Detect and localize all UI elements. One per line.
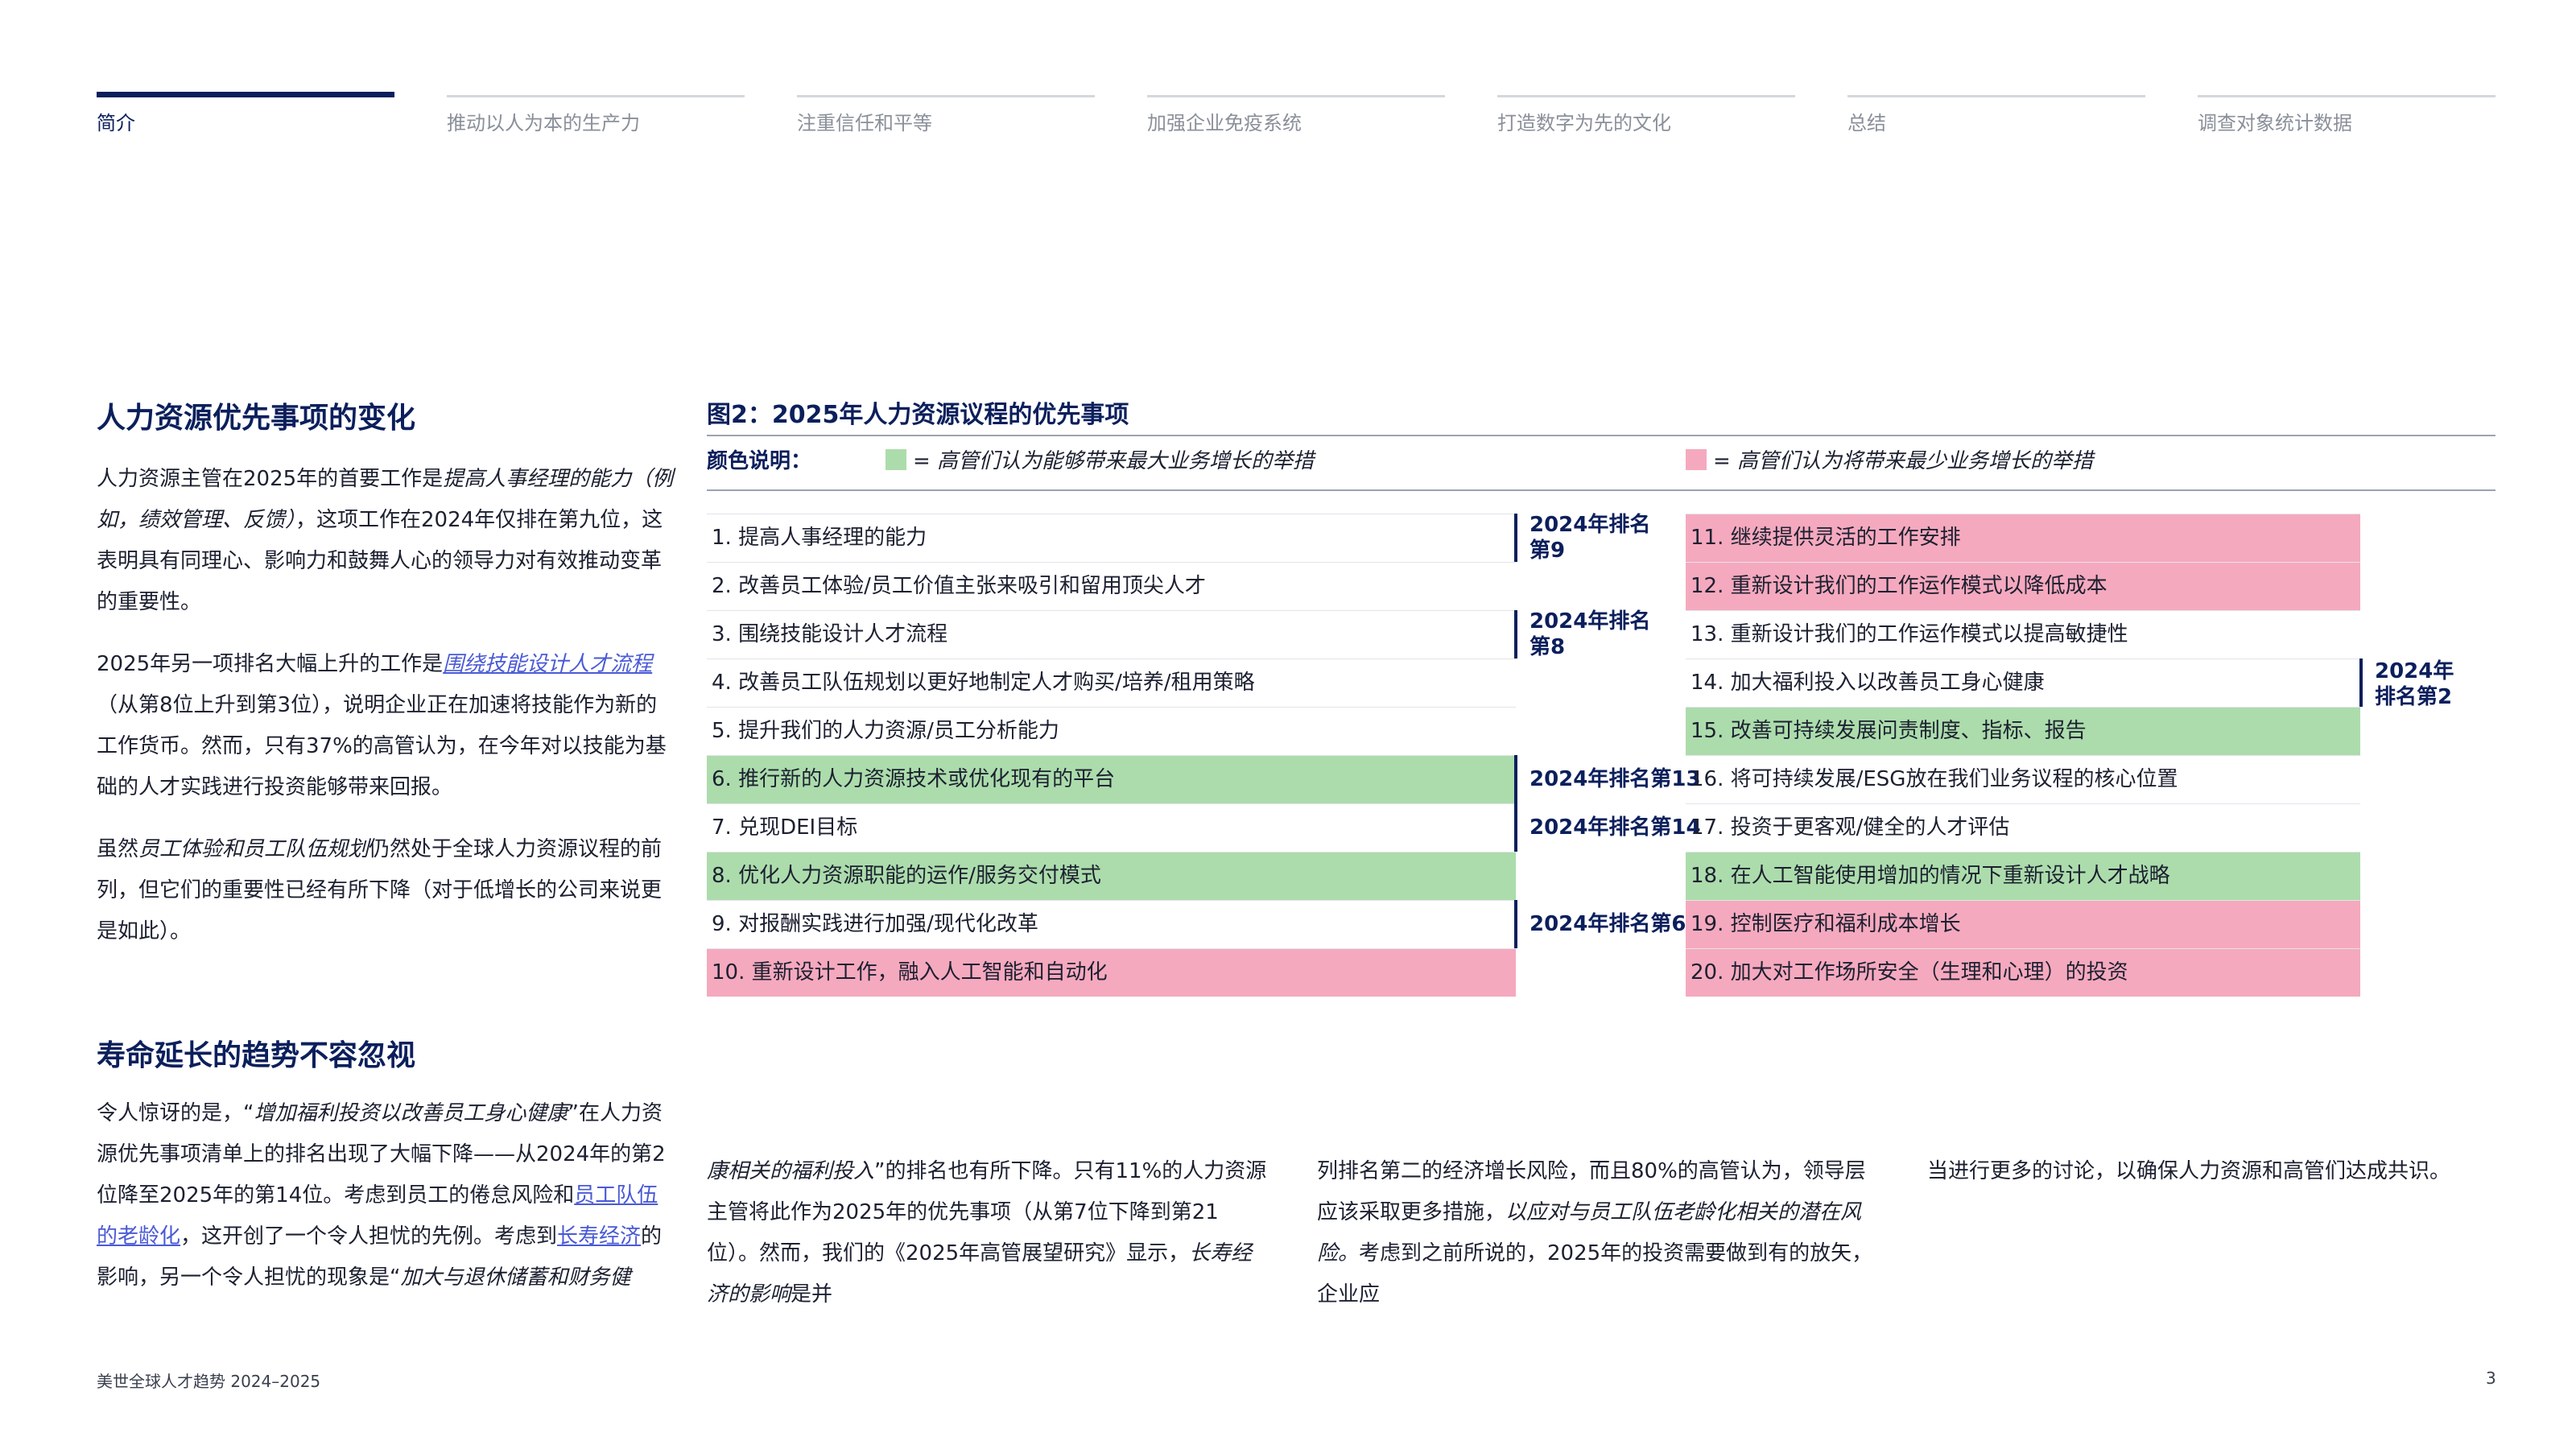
text-run: ”在人力资源优先事项清单上的排名出现了大幅下降——从2024年的第2位降至202… [97,1101,666,1208]
body-column-2: 列排名第二的经济增长风险，而且80%的高管认为，领导层应该采取更多措施，以应对与… [1317,1151,1880,1315]
text-run: 仍然处于全球人力资源议程的前列，但它们的重要性已经有所下降（对于低增长的公司来说… [97,837,663,943]
rank-label-item-3: 2024年排名第8 [1530,609,1651,659]
text-run: 列排名第二的经济增长风险，而且80%的高管认为，领导层应该采取更多措施， [1317,1159,1866,1224]
priority-item-7: 7. 兑现DEI目标 [707,803,1516,852]
emphasis-text: 增加福利投资以改善员工身心健康 [254,1101,568,1125]
text-run: ”的排名也有所下降。只有11%的人力资源主管将此作为2025年的优先事项（从第7… [707,1159,1267,1265]
emphasis-text: 以应对与员工队伍老龄化相关的潜在风险。 [1317,1200,1862,1265]
nav-item-trust[interactable]: 注重信任和平等 [797,95,1095,135]
text-run: 人力资源主管在2025年的首要工作是 [97,467,444,491]
text-run: 的影响，另一个令人担忧的现象是“ [97,1224,663,1290]
paragraph-manager-capability: 人力资源主管在2025年的首要工作是提高人事经理的能力（例如，绩效管理、反馈），… [97,459,676,623]
text-run: ，这开创了一个令人担忧的先例。考虑到 [180,1224,558,1249]
emphasis-text: 员工体验和员工队伍规划 [138,837,369,861]
nav-progress-bar [2198,95,2496,97]
section-heading-hr-priorities: 人力资源优先事项的变化 [97,402,416,435]
priority-item-15: 15. 改善可持续发展问责制度、指标、报告 [1686,707,2360,755]
nav-item-label: 注重信任和平等 [797,112,932,134]
nav-item-label: 总结 [1847,112,1886,134]
priority-item-13: 13. 重新设计我们的工作运作模式以提高敏捷性 [1686,610,2360,658]
rank-marker-bar [1514,803,1517,852]
priority-item-19: 19. 控制医疗和福利成本增长 [1686,900,2360,948]
page-number: 3 [2486,1368,2496,1388]
priority-item-8: 8. 优化人力资源职能的运作/服务交付模式 [707,852,1516,900]
nav-progress-bar [1147,95,1445,97]
rank-marker-bar [1514,610,1517,658]
priority-item-5: 5. 提升我们的人力资源/员工分析能力 [707,707,1516,755]
text-run: 是并 [791,1282,833,1307]
pink-swatch-icon [1686,448,1707,470]
link-workforce-aging[interactable]: 员工队伍的老龄化 [97,1183,658,1249]
green-swatch-icon [886,448,906,470]
nav-progress-bar [1497,95,1795,97]
nav-progress-bar [97,92,394,97]
rank-label-item-9: 2024年排名第6 [1530,912,1686,936]
text-run: 2025年另一项排名大幅上升的工作是 [97,652,444,676]
nav-progress-bar [447,95,745,97]
figure-divider-top [707,435,2496,436]
rank-marker-bar [1514,514,1517,562]
text-run: ，这项工作在2024年仅排在第九位，这表明具有同理心、影响力和鼓舞人心的领导力对… [97,508,663,614]
link-skills-talent-process[interactable]: 围绕技能设计人才流程 [443,652,653,676]
rank-label-item-6: 2024年排名第13 [1530,767,1701,791]
nav-item-immune[interactable]: 加强企业免疫系统 [1147,95,1445,135]
body-column-1: 康相关的福利投入”的排名也有所下降。只有11%的人力资源主管将此作为2025年的… [707,1151,1270,1315]
emphasis-text: 长寿经济的影响 [707,1241,1253,1307]
nav-progress-bar [1847,95,2145,97]
nav-item-label: 打造数字为先的文化 [1497,112,1671,134]
text-run: 考虑到之前所说的，2025年的投资需要做到有的放矢，企业应 [1317,1241,1873,1307]
paragraph-skills-design: 2025年另一项排名大幅上升的工作是围绕技能设计人才流程 （从第8位上升到第3位）… [97,644,676,808]
paragraph-employee-experience: 虽然员工体验和员工队伍规划仍然处于全球人力资源议程的前列，但它们的重要性已经有所… [97,829,676,952]
nav-item-label: 简介 [97,112,135,134]
rank-marker-bar [1514,900,1517,948]
priority-item-1: 1. 提高人事经理的能力 [707,514,1516,562]
nav-item-label: 调查对象统计数据 [2198,112,2352,134]
nav-item-demographics[interactable]: 调查对象统计数据 [2198,95,2496,135]
legend-green-text: = 高管们认为能够带来最大业务增长的举措 [913,449,1315,473]
nav-item-label: 加强企业免疫系统 [1147,112,1302,134]
link-longevity-economy[interactable]: 长寿经济 [557,1224,642,1249]
priority-item-2: 2. 改善员工体验/员工价值主张来吸引和留用顶尖人才 [707,562,1516,610]
paragraph-wellbeing-drop: 令人惊讶的是，“增加福利投资以改善员工身心健康”在人力资源优先事项清单上的排名出… [97,1093,676,1298]
priority-item-12: 12. 重新设计我们的工作运作模式以降低成本 [1686,562,2360,610]
rank-marker-bar [2359,658,2363,707]
nav-item-intro[interactable]: 简介 [97,92,394,135]
priority-item-14: 14. 加大福利投入以改善员工身心健康 [1686,658,2360,707]
priority-item-18: 18. 在人工智能使用增加的情况下重新设计人才战略 [1686,852,2360,900]
priority-item-6: 6. 推行新的人力资源技术或优化现有的平台 [707,755,1516,803]
priority-item-16: 16. 将可持续发展/ESG放在我们业务议程的核心位置 [1686,755,2360,803]
legend-pink-text: = 高管们认为将带来最少业务增长的举措 [1713,449,2094,473]
footer-title: 美世全球人才趋势 2024–2025 [97,1372,321,1391]
nav-item-digital[interactable]: 打造数字为先的文化 [1497,95,1795,135]
figure-title: 图2：2025年人力资源议程的优先事项 [707,401,1129,429]
nav-item-summary[interactable]: 总结 [1847,95,2145,135]
nav-item-label: 推动以人为本的生产力 [447,112,640,134]
text-run: （从第8位上升到第3位），说明企业正在加速将技能作为新的工作货币。然而，只有37… [97,693,667,799]
priority-item-10: 10. 重新设计工作，融入人工智能和自动化 [707,948,1516,997]
priority-item-17: 17. 投资于更客观/健全的人才评估 [1686,803,2360,852]
rank-label-item-14: 2024年排名第2 [2375,659,2454,709]
nav-progress-bar [797,95,1095,97]
nav-item-productivity[interactable]: 推动以人为本的生产力 [447,95,745,135]
emphasis-text: 提高人事经理的能力（例如，绩效管理、反馈） [97,467,674,532]
text-run: 虽然 [97,837,139,861]
priority-item-3: 3. 围绕技能设计人才流程 [707,610,1516,658]
legend-pink: = 高管们认为将带来最少业务增长的举措 [1686,444,2093,474]
emphasis-text: 加大与退休储蓄和财务健 [400,1265,631,1290]
rank-label-item-7: 2024年排名第14 [1530,815,1701,840]
priority-item-4: 4. 改善员工队伍规划以更好地制定人才购买/培养/租用策略 [707,658,1516,707]
legend-label: 颜色说明： [707,449,812,473]
emphasis-text: 康相关的福利投入 [707,1159,875,1183]
rank-marker-bar [1514,755,1517,803]
priority-item-20: 20. 加大对工作场所安全（生理和心理）的投资 [1686,948,2360,997]
text-run: 令人惊讶的是，“ [97,1101,254,1125]
priority-item-9: 9. 对报酬实践进行加强/现代化改革 [707,900,1516,948]
section-heading-longevity: 寿命延长的趋势不容忽视 [97,1039,416,1072]
legend-green: = 高管们认为能够带来最大业务增长的举措 [886,444,1314,474]
rank-label-item-1: 2024年排名第9 [1530,513,1651,563]
body-column-3: 当进行更多的讨论，以确保人力资源和高管们达成共识。 [1927,1159,2451,1183]
priority-item-11: 11. 继续提供灵活的工作安排 [1686,514,2360,562]
figure-divider-legend [707,489,2496,491]
